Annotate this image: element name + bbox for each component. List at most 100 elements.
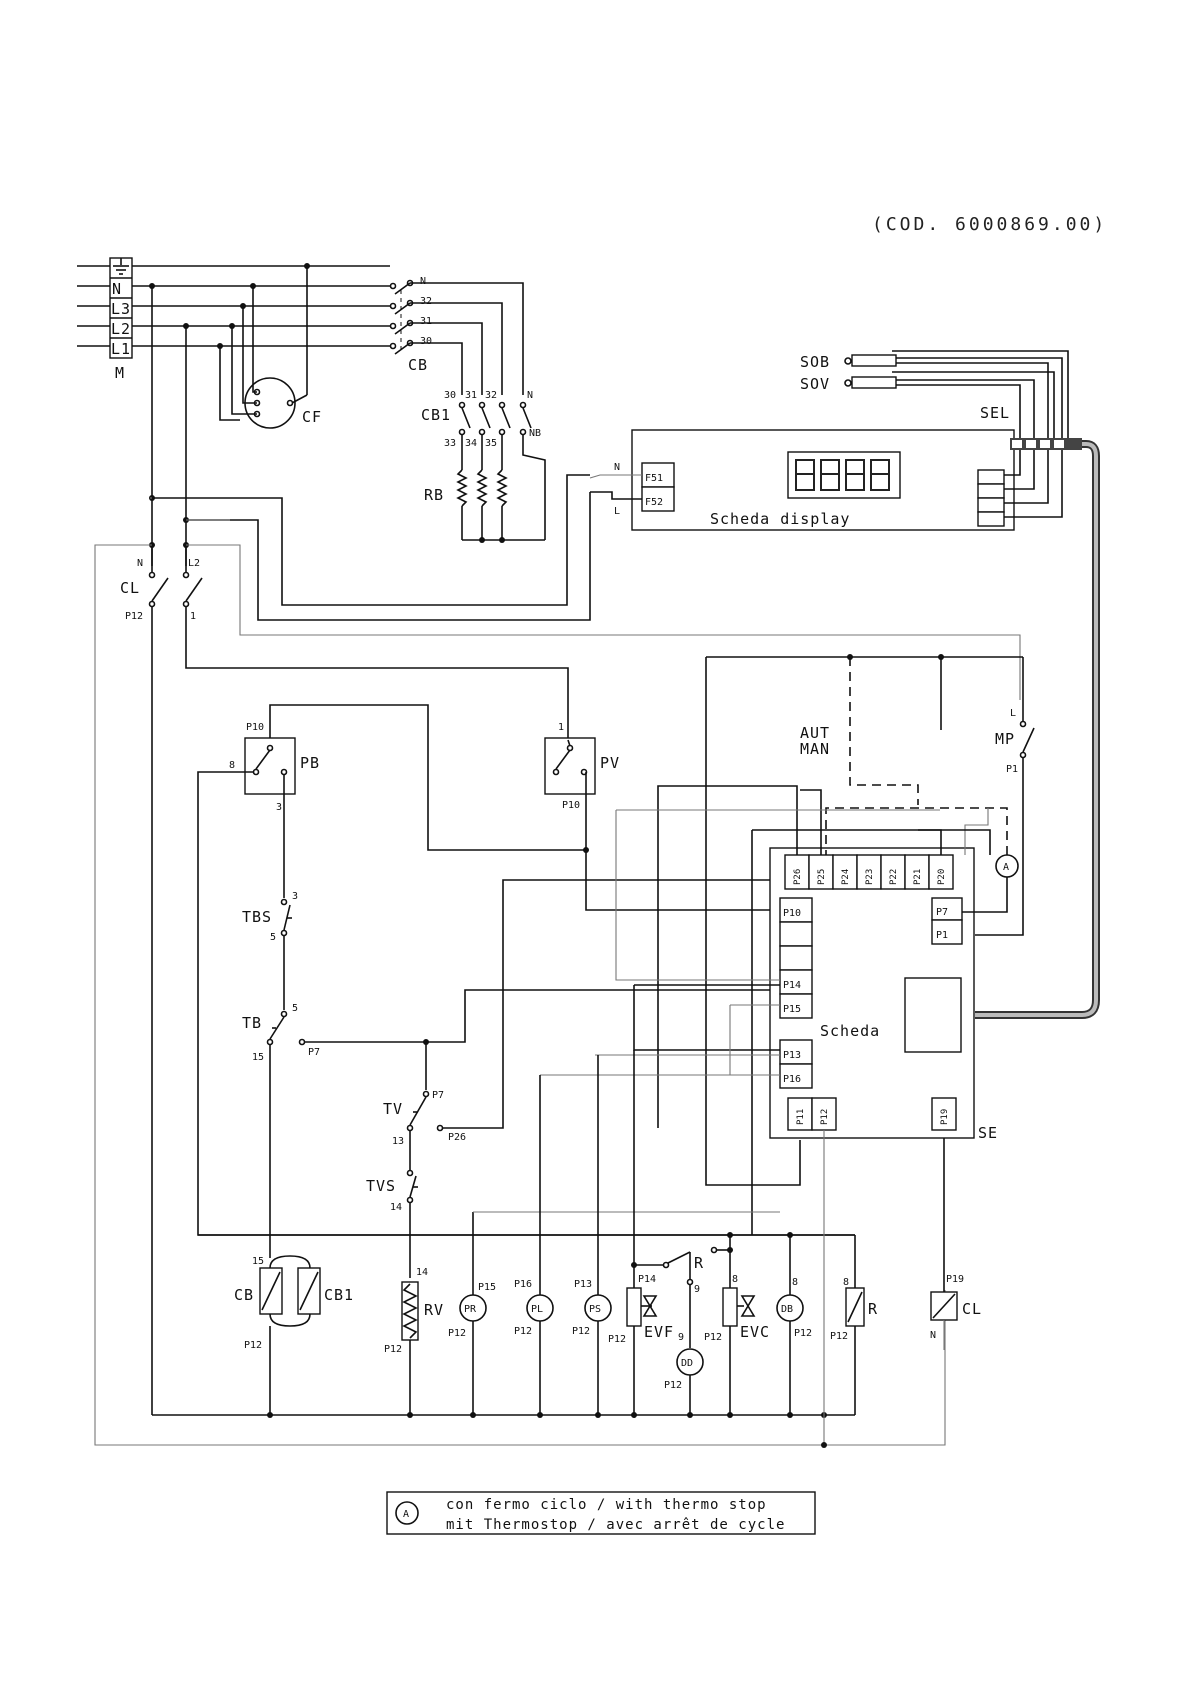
- f51-label: F51: [645, 473, 663, 484]
- terminal-block-label: M: [115, 364, 125, 382]
- load-pl-top: P16: [514, 1279, 532, 1290]
- load-pr-top: P15: [478, 1282, 496, 1293]
- sob-label: SOB: [800, 353, 830, 371]
- cl-n-label: N: [137, 558, 143, 569]
- load-pl-label: PL: [531, 1304, 543, 1315]
- tv-p26-label: P26: [448, 1132, 466, 1143]
- port-p11: P11: [796, 1109, 806, 1125]
- probes: SOB SOV SEL: [800, 350, 1069, 440]
- cf-socket: CF: [219, 286, 322, 429]
- cb-pole-31: 31: [420, 316, 432, 327]
- ribbon-cable: [975, 440, 1100, 1019]
- cb1-bottom-35: 35: [485, 438, 497, 449]
- tv-p7-label: P7: [432, 1090, 444, 1101]
- port-p10: P10: [783, 908, 801, 919]
- load-evc-bottom: P12: [704, 1332, 722, 1343]
- board-left-wiring: [472, 984, 780, 1232]
- tbs-5-label: 5: [270, 932, 276, 943]
- load-r-top: 8: [843, 1277, 849, 1288]
- mp-l-label: L: [1010, 708, 1016, 719]
- port-p1: P1: [936, 930, 948, 941]
- port-p22: P22: [889, 869, 899, 885]
- port-p20: P20: [937, 869, 947, 885]
- load-cb-bottom: P12: [244, 1340, 262, 1351]
- cb1-top-32: 32: [485, 390, 497, 401]
- port-p23: P23: [865, 869, 875, 885]
- load-pl-bottom: P12: [514, 1326, 532, 1337]
- pv-1-label: 1: [558, 722, 564, 733]
- cl-1-label: 1: [190, 611, 196, 622]
- cb-switch-label: CB: [408, 356, 428, 374]
- load-rv-bottom: P12: [384, 1344, 402, 1355]
- cf-label: CF: [302, 408, 322, 426]
- tb-15-label: 15: [252, 1052, 264, 1063]
- port-p26: P26: [793, 869, 803, 885]
- pb-8-label: 8: [229, 760, 235, 771]
- cb1-contactor: 30 31 32 N CB1 NB 33 34 35: [421, 390, 541, 449]
- tbs-label: TBS: [242, 908, 272, 926]
- load-cl-bottom: N: [930, 1330, 936, 1341]
- terminal-n: N: [112, 280, 122, 298]
- seven-segment-display: [795, 459, 890, 491]
- load-cb-top: 15: [252, 1256, 264, 1267]
- main-board-label: Scheda: [820, 1022, 880, 1040]
- cl-switch-label: CL: [120, 579, 140, 597]
- port-p15: P15: [783, 1004, 801, 1015]
- display-n-label: N: [614, 462, 620, 473]
- rb-label: RB: [424, 486, 444, 504]
- legend-line2: mit Thermostop / avec arrêt de cycle: [446, 1517, 785, 1533]
- aut-label: AUT: [800, 724, 830, 742]
- load-cl-label: CL: [962, 1300, 982, 1318]
- tvs-14-label: 14: [390, 1202, 402, 1213]
- cb1-bottom-33: 33: [444, 438, 456, 449]
- board-top-wiring: [615, 785, 991, 1235]
- cl-l2-label: L2: [188, 558, 200, 569]
- cb1-bottom-34: 34: [465, 438, 477, 449]
- load-ps-label: PS: [589, 1304, 601, 1315]
- load-cb-label: CB: [234, 1286, 254, 1304]
- main-board: P26 P25 P24 P23 P22 P21 P20 P10 P14 P15 …: [769, 847, 998, 1142]
- load-cb1-label: CB1: [324, 1286, 354, 1304]
- cb-pole-n: N: [420, 276, 426, 287]
- terminal-block-m: N L3 L2 L1 M: [109, 257, 133, 382]
- terminal-l2: L2: [111, 320, 131, 338]
- mp-label: MP: [995, 730, 1015, 748]
- tv-13-label: 13: [392, 1136, 404, 1147]
- f52-label: F52: [645, 497, 663, 508]
- load-r-switch-top: 9: [694, 1284, 700, 1295]
- display-board: F51 F52 N L Scheda display: [589, 429, 1082, 531]
- se-label: SE: [978, 1124, 998, 1142]
- load-cl-top: P19: [946, 1274, 964, 1285]
- cb1-top-31: 31: [465, 390, 477, 401]
- load-evf-bottom: P12: [608, 1334, 626, 1345]
- nb-label: NB: [529, 428, 541, 439]
- load-db-label: DB: [781, 1304, 793, 1315]
- port-p13: P13: [783, 1050, 801, 1061]
- load-rv-label: RV: [424, 1301, 444, 1319]
- load-ps-bottom: P12: [572, 1326, 590, 1337]
- tb-5-label: 5: [292, 1003, 298, 1014]
- load-r-bottom: P12: [830, 1331, 848, 1342]
- pb-3-label: 3: [276, 802, 282, 813]
- tbs-3-label: 3: [292, 891, 298, 902]
- pv-p10-label: P10: [562, 800, 580, 811]
- port-p16: P16: [783, 1074, 801, 1085]
- port-p25: P25: [817, 869, 827, 885]
- port-p7: P7: [936, 907, 948, 918]
- thermostat-chain: 3 TBS 5 5 TB 15 P7 P7 TV 13 P26 TVS 14: [242, 879, 780, 1278]
- cl-switch: N L2 CL P12 1: [94, 542, 1021, 1446]
- cb1-top-30: 30: [444, 390, 456, 401]
- cb1-top-n: N: [527, 390, 533, 401]
- port-p21: P21: [913, 869, 923, 885]
- port-p12: P12: [820, 1109, 830, 1125]
- cb-switch: N 32 31 30 CB: [389, 276, 524, 395]
- document-code: (COD. 6000869.00): [872, 214, 1107, 235]
- load-r-switch-label: R: [694, 1254, 704, 1272]
- thermo-symbol-letter: A: [1003, 862, 1009, 873]
- load-dd-top: 9: [678, 1332, 684, 1343]
- man-label: MAN: [800, 740, 830, 758]
- load-rv-top: 14: [416, 1267, 428, 1278]
- rb-heaters: RB: [424, 435, 546, 543]
- load-db-top: 8: [792, 1277, 798, 1288]
